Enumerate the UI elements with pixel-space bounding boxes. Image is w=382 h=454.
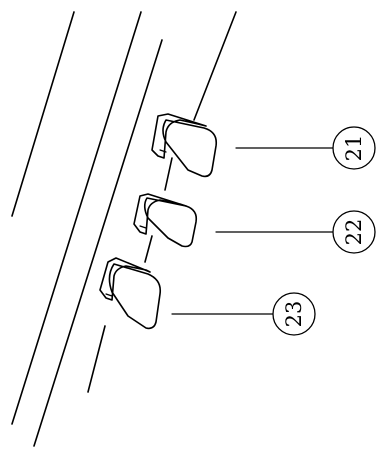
callout-circle-21 bbox=[332, 126, 376, 170]
callout-label-22: 22 bbox=[342, 219, 366, 246]
body-link-2 bbox=[144, 235, 153, 263]
callout-label-23: 23 bbox=[282, 301, 306, 328]
callout-22: 22 bbox=[332, 210, 376, 254]
body-link-1 bbox=[164, 157, 173, 191]
body-lines bbox=[11, 11, 237, 447]
callout-23: 23 bbox=[272, 292, 316, 336]
pedal-21 bbox=[151, 113, 218, 178]
body-line-3 bbox=[33, 39, 163, 447]
pedal-22 bbox=[133, 193, 198, 248]
callout-circle-23 bbox=[272, 292, 316, 336]
callout-circle-22 bbox=[332, 210, 376, 254]
callout-label-21: 21 bbox=[342, 135, 366, 162]
body-line-1 bbox=[11, 11, 75, 217]
callout-21: 21 bbox=[332, 126, 376, 170]
body-line-2 bbox=[11, 11, 142, 425]
body-line-5 bbox=[87, 325, 106, 393]
body-line-4 bbox=[193, 11, 237, 121]
pedal-23 bbox=[99, 257, 162, 330]
